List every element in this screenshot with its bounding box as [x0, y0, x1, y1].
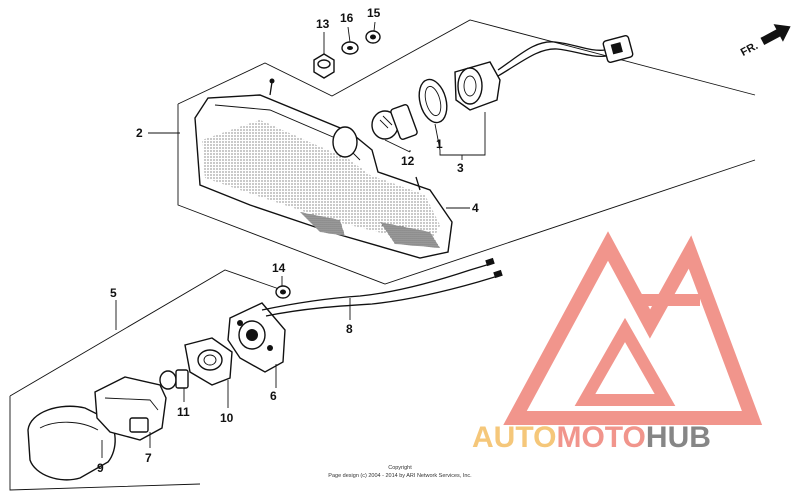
callout-1: 1 — [436, 137, 443, 151]
callout-2: 2 — [136, 126, 143, 140]
callout-9: 9 — [97, 461, 104, 475]
automotohub-watermark: AUTOMOTOHUB — [472, 231, 763, 454]
copyright-line-1: Copyright — [388, 465, 412, 471]
callout-15: 15 — [367, 6, 381, 20]
grommet-14 — [275, 285, 291, 299]
wire-harness-8 — [261, 257, 503, 317]
license-housing-7 — [94, 376, 167, 441]
callout-4: 4 — [472, 201, 479, 215]
front-arrow-icon — [760, 24, 791, 45]
callout-16: 16 — [340, 11, 354, 25]
callout-6: 6 — [270, 389, 277, 403]
callout-7: 7 — [145, 451, 152, 465]
bulb-socket-assembly — [418, 34, 634, 124]
callout-8: 8 — [346, 322, 353, 336]
tail-light-assembly-frame — [177, 19, 756, 285]
license-lens-9 — [27, 405, 116, 481]
bulb-12 — [371, 104, 418, 140]
callout-11: 11 — [177, 405, 190, 419]
callout-labels: 2 4 12 1 3 13 16 15 5 9 7 11 10 6 14 8 — [97, 6, 479, 475]
callout-14: 14 — [272, 261, 286, 275]
socket-base-6 — [227, 302, 286, 373]
callout-13: 13 — [316, 17, 330, 31]
callout-10: 10 — [220, 411, 234, 425]
license-bulb-11 — [159, 369, 189, 390]
front-label: FR. — [739, 40, 760, 59]
watermark-logo-icon — [503, 231, 763, 425]
front-direction-indicator: FR. — [739, 24, 791, 59]
callout-5: 5 — [110, 286, 117, 300]
callout-12: 12 — [401, 154, 415, 168]
copyright-notice: Copyright Page design (c) 2004 - 2014 by… — [328, 465, 472, 479]
tail-light-housing — [194, 78, 453, 259]
leader-lines — [101, 21, 486, 458]
copyright-line-2: Page design (c) 2004 - 2014 by ARI Netwo… — [328, 473, 472, 479]
callout-3: 3 — [457, 161, 464, 175]
watermark-word: AUTOMOTOHUB — [472, 421, 711, 454]
license-light-assembly-frame — [9, 269, 283, 491]
gasket-10 — [184, 337, 233, 386]
